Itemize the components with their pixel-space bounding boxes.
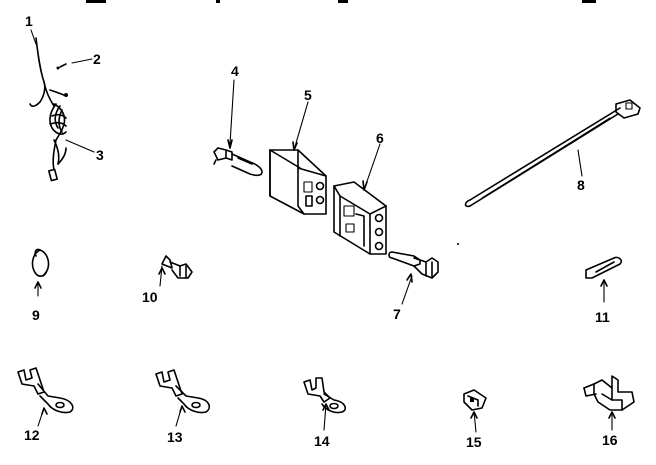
callout-3: 3 (96, 147, 104, 163)
callout-15: 15 (466, 434, 482, 450)
callout-6: 6 (376, 130, 384, 146)
callout-8: 8 (577, 177, 585, 193)
male-terminal-part (213, 147, 263, 177)
callout-12: 12 (24, 427, 40, 443)
callout-13: 13 (167, 429, 183, 445)
connector-housing-small-part (269, 149, 327, 215)
connector-housing-large-part (333, 181, 387, 255)
leader-lines (30, 29, 616, 433)
callout-9: 9 (32, 307, 40, 323)
callout-16: 16 (602, 432, 618, 448)
callout-2: 2 (93, 51, 101, 67)
cable-tie-part (464, 99, 641, 208)
callout-1: 1 (25, 13, 33, 29)
callout-5: 5 (304, 87, 312, 103)
female-terminal-part (388, 243, 459, 279)
small-clip-part (56, 63, 67, 70)
callout-7: 7 (393, 306, 401, 322)
callout-4: 4 (231, 63, 239, 79)
callout-14: 14 (314, 433, 330, 449)
ring-terminal-14-part (303, 377, 347, 414)
spring-clip-part (161, 255, 193, 279)
callout-11: 11 (595, 309, 610, 325)
ring-terminal-12-part (17, 367, 74, 414)
wire-harness-part (29, 37, 68, 182)
ring-clip-part (31, 248, 50, 277)
flag-terminal-part (585, 256, 623, 279)
callout-10: 10 (142, 289, 158, 305)
cropped-header-marks (86, 0, 596, 3)
bracket-part (583, 375, 635, 411)
small-clip-15-part (463, 389, 487, 411)
ring-terminal-13-part (155, 369, 211, 414)
